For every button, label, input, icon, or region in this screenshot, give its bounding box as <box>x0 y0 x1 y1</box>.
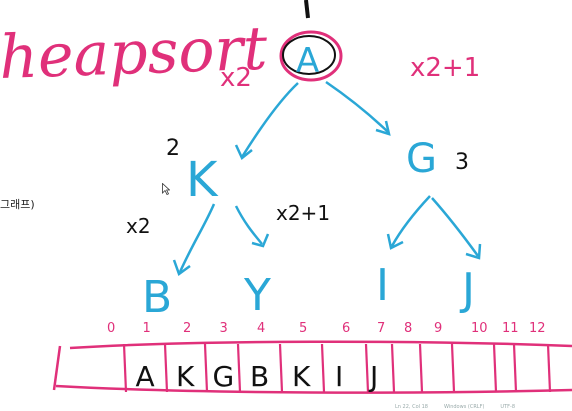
array-top-border <box>69 340 572 350</box>
array-divider <box>236 343 242 393</box>
array-index-label: 1 <box>143 321 151 336</box>
node-right-left: I <box>376 260 389 311</box>
array-divider <box>203 343 209 393</box>
array-divider <box>512 343 518 393</box>
array-index-label: 4 <box>257 321 265 336</box>
array-index-label: 8 <box>404 321 412 336</box>
array-index-label: 0 <box>107 321 115 336</box>
array-cell-value: A <box>136 360 155 393</box>
array-divider <box>364 343 370 393</box>
status-position: Ln 22, Col 18 <box>395 404 428 410</box>
array-index-label: 10 <box>471 321 488 336</box>
root-circle-outer <box>279 30 343 82</box>
array-divider <box>492 343 498 393</box>
status-encoding: UTF-8 <box>500 404 515 410</box>
node-left-right: Y <box>243 270 271 321</box>
node-left: K <box>186 152 219 208</box>
array-divider <box>320 343 326 393</box>
index-label-3: 3 <box>455 150 469 175</box>
array-cell-value: K <box>176 360 195 393</box>
array-left-edge <box>52 345 62 391</box>
root-node: A <box>296 41 319 81</box>
array-divider <box>163 343 169 393</box>
mouse-pointer-icon <box>162 183 170 195</box>
array-divider <box>390 343 396 393</box>
heapsort-heading: heapsort <box>0 14 269 93</box>
index-label-2: 2 <box>166 136 180 161</box>
top-stroke <box>304 0 310 19</box>
edge-left-left <box>178 203 216 273</box>
edge-left-left-arrow <box>172 259 191 276</box>
array-index-label: 3 <box>220 321 228 336</box>
edge-left-right-arrow <box>251 233 270 248</box>
left-child-rule-lower: x2 <box>126 214 151 238</box>
edge-root-right <box>325 80 389 133</box>
array-cell-value: I <box>335 360 343 393</box>
array-cell-value: G <box>213 360 235 393</box>
array-divider <box>450 343 456 393</box>
array-cells: 0 1A 2K 3G 4B 5K 6I 7J 8 9 10 11 12 <box>107 321 552 393</box>
array-cell-value: K <box>292 360 311 393</box>
array-bottom-border <box>55 384 572 394</box>
array-index-label: 2 <box>183 321 191 336</box>
array-index-label: 6 <box>342 321 350 336</box>
array-index-label: 11 <box>502 321 519 336</box>
left-child-rule: x2 <box>220 63 252 93</box>
node-left-left: B <box>142 272 172 323</box>
node-right-right: J <box>459 264 475 315</box>
edge-left-right <box>234 205 263 245</box>
side-label: 그래프) <box>0 198 35 211</box>
array-divider <box>546 343 552 393</box>
edge-root-right-arrow <box>375 120 391 136</box>
array-divider <box>278 343 284 393</box>
edge-right-left <box>390 195 431 247</box>
array-index-label: 12 <box>529 321 546 336</box>
array-cell-value: B <box>250 360 269 393</box>
right-child-rule: x2+1 <box>410 53 480 83</box>
right-child-rule-lower: x2+1 <box>276 201 330 225</box>
root-circle-inner <box>282 35 336 75</box>
array-index-label: 9 <box>434 321 442 336</box>
edge-root-left-arrow <box>234 144 253 160</box>
status-bar: Ln 22, Col 18 Windows (CRLF) UTF-8 <box>395 403 572 411</box>
array-divider <box>122 343 128 393</box>
edge-root-left <box>240 82 299 158</box>
edge-right-right-arrow <box>465 243 482 260</box>
edge-right-left-arrow <box>386 233 404 250</box>
status-eol: Windows (CRLF) <box>443 404 485 410</box>
edge-right-right <box>431 197 480 257</box>
array-index-label: 7 <box>377 321 385 336</box>
array-divider <box>418 343 424 393</box>
array-index-label: 5 <box>299 321 307 336</box>
node-right: G <box>406 136 437 182</box>
array-cell-value: J <box>368 360 378 393</box>
